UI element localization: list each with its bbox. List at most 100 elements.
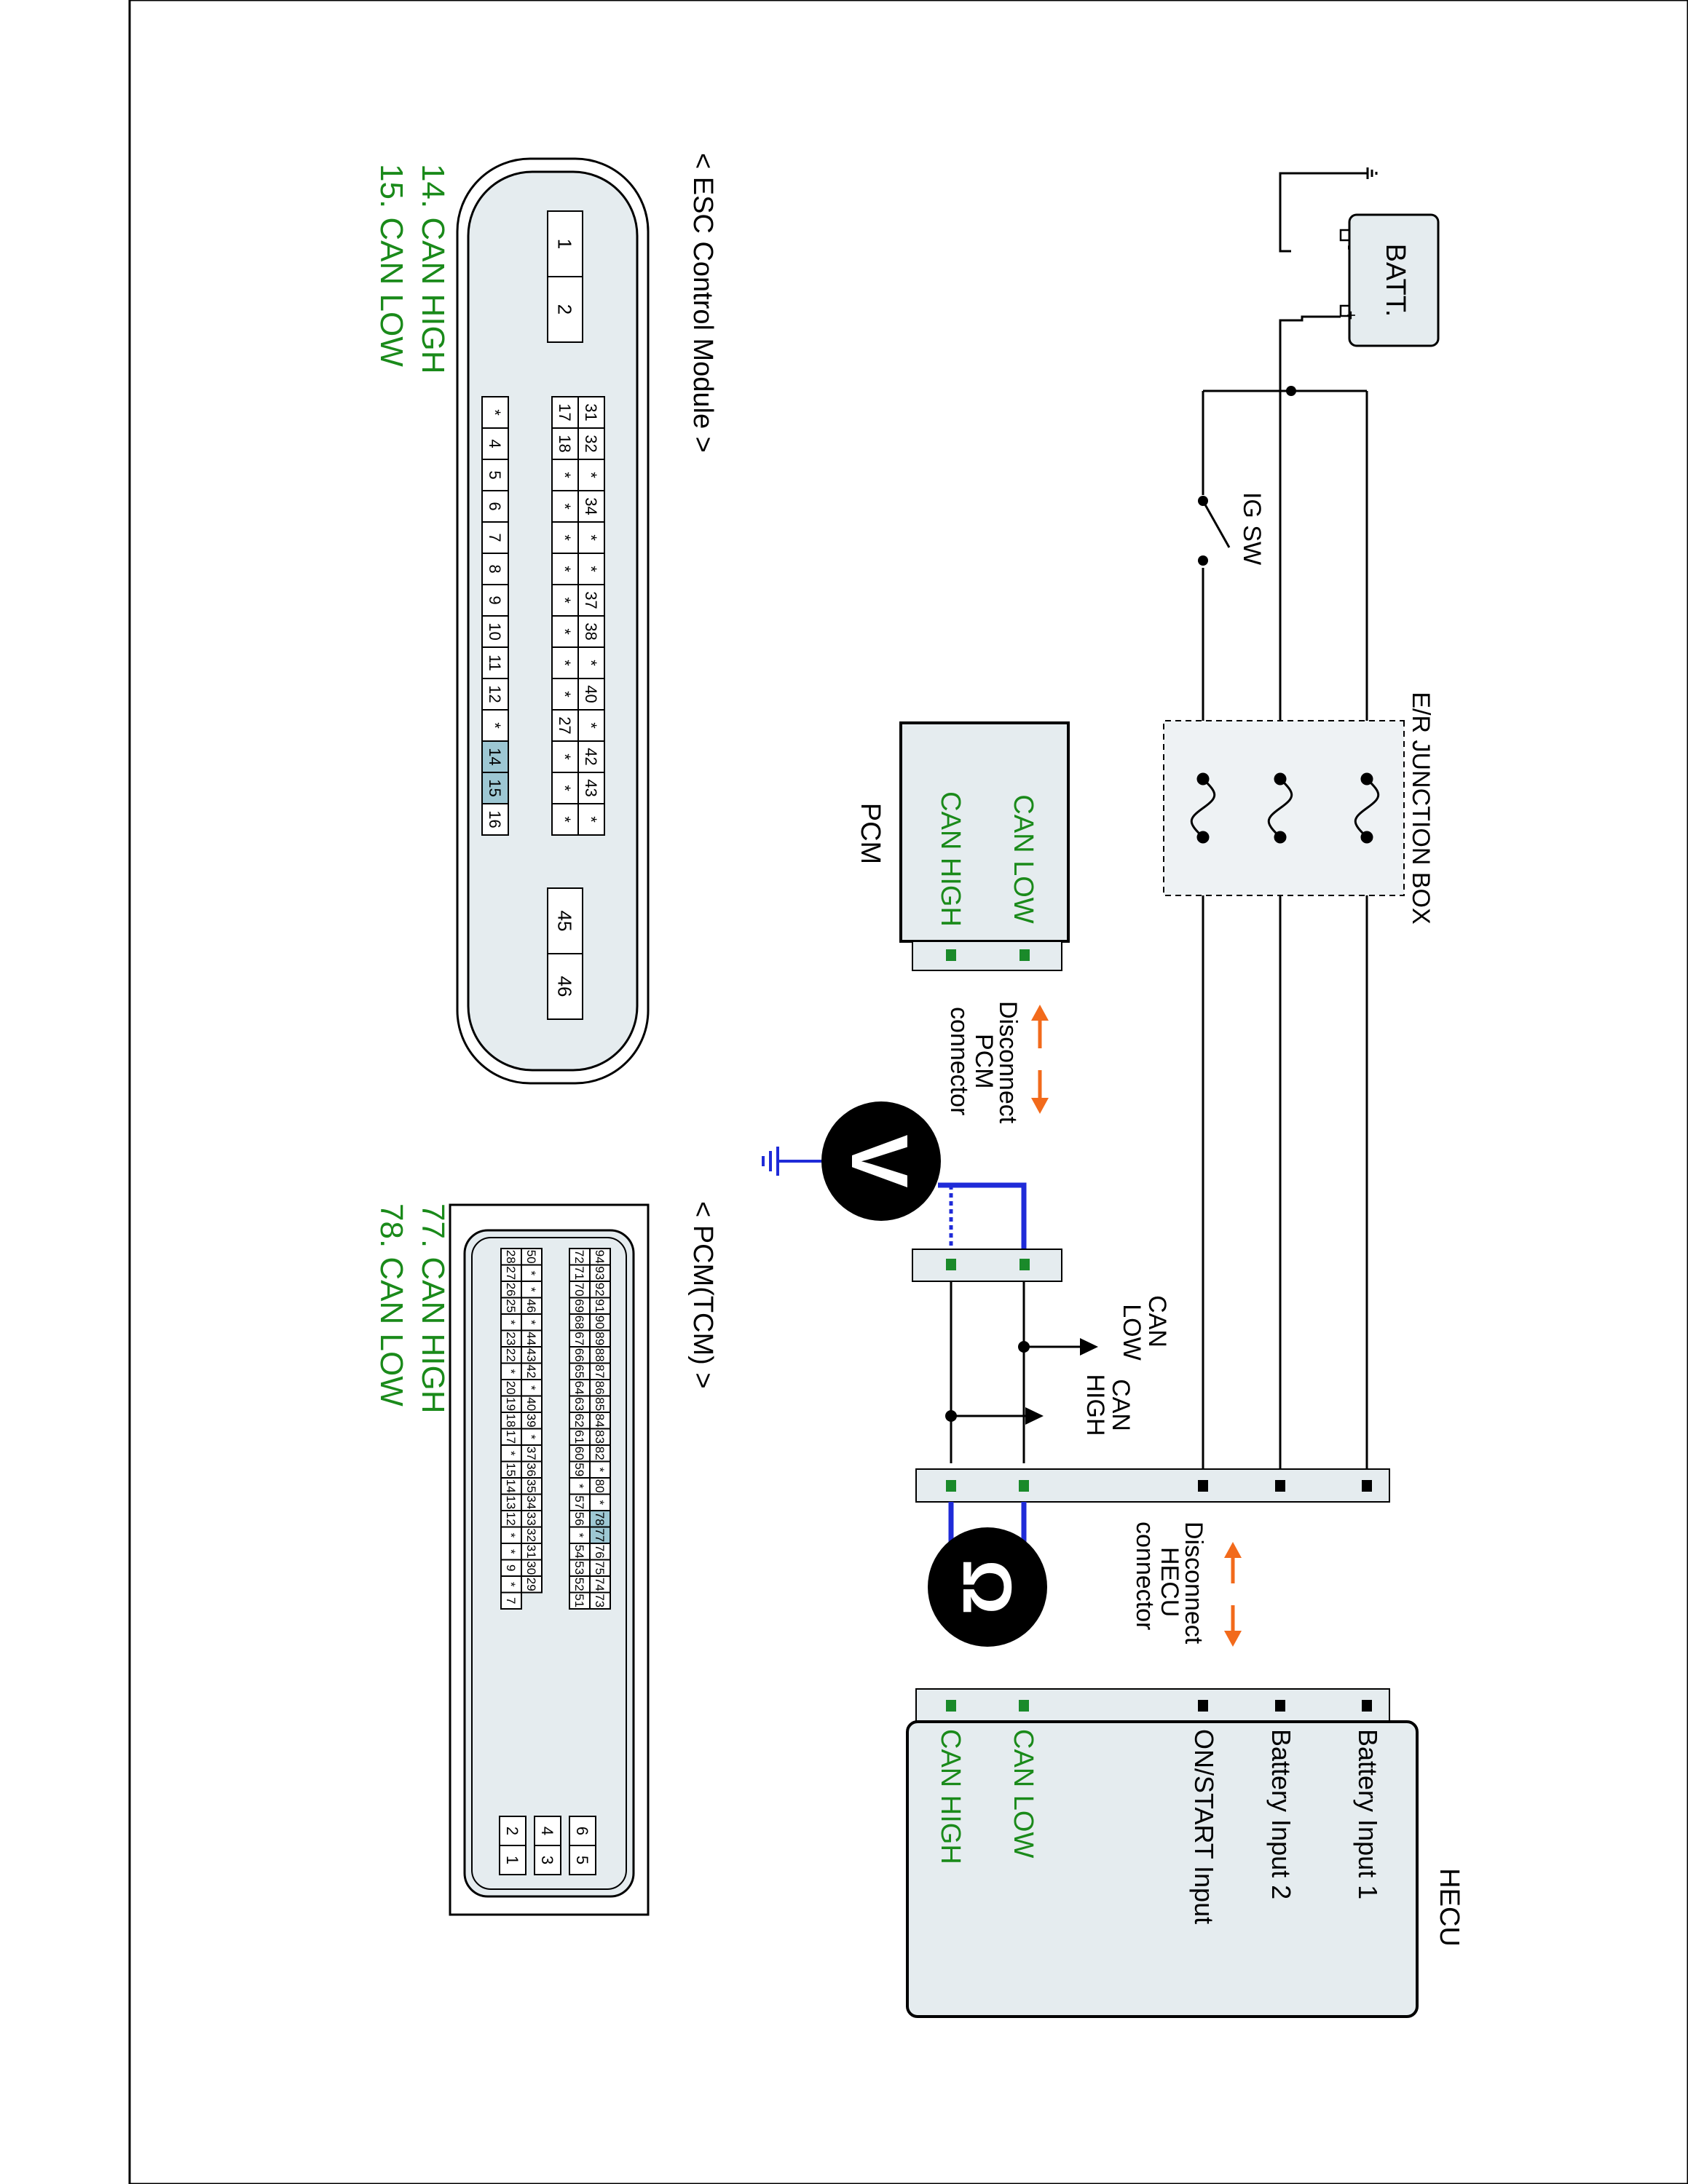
pin-cell: 46 <box>547 953 583 1020</box>
pin-cell: 43 <box>521 1346 543 1364</box>
pin-label: 9 <box>486 596 504 604</box>
pin-label: 68 <box>572 1315 586 1329</box>
pin-label: 8 <box>486 564 504 573</box>
pin-label: 42 <box>524 1364 538 1378</box>
pin-cell: 73 <box>589 1591 611 1610</box>
pin-label: 63 <box>572 1397 586 1411</box>
pin-cell: 2 <box>547 276 583 343</box>
pin-cell: * <box>521 1264 543 1282</box>
disconnect-pcm-line3: connector <box>945 1007 973 1115</box>
pin-cell: * <box>577 459 605 491</box>
pin-cell: * <box>589 1493 611 1511</box>
pin-label: * <box>504 1582 518 1587</box>
pin-cell: 69 <box>569 1297 591 1315</box>
pin-cell: * <box>500 1313 522 1332</box>
pin-label: 35 <box>524 1479 538 1493</box>
pin-cell: * <box>521 1281 543 1299</box>
pin-label: * <box>524 1287 538 1292</box>
pin-cell: * <box>500 1362 522 1380</box>
pin-label: 46 <box>554 976 576 997</box>
pin-label: 44 <box>524 1332 538 1345</box>
pin-label: 92 <box>593 1283 607 1297</box>
pin-cell: 64 <box>569 1379 591 1397</box>
junction-box-label: E/R JUNCTION BOX <box>1407 692 1435 924</box>
pin-label: 34 <box>524 1495 538 1509</box>
pin-label: 87 <box>593 1364 607 1378</box>
pin-label: * <box>556 534 574 541</box>
pin-cell: 7 <box>481 521 509 554</box>
pin-cell: 94 <box>589 1248 611 1266</box>
pin-cell: 3 <box>534 1845 561 1875</box>
pin-label: * <box>524 1270 538 1275</box>
pin-cell: 1 <box>547 210 583 277</box>
pin-cell: 72 <box>569 1248 591 1266</box>
pin-cell: * <box>551 803 579 836</box>
pin-label: 88 <box>593 1348 607 1362</box>
pin-label: 37 <box>524 1447 538 1460</box>
pin-cell: * <box>577 521 605 554</box>
esc-connector-view: < ESC Control Module > 14. CAN HIGH 15. … <box>374 153 718 1085</box>
pin-cell: * <box>500 1526 522 1544</box>
pin-cell: 76 <box>589 1543 611 1561</box>
pin-cell: * <box>481 709 509 742</box>
pin-label: 53 <box>572 1561 586 1575</box>
pin-label: * <box>524 1385 538 1390</box>
pin-label: * <box>582 660 600 666</box>
pin-cell: 75 <box>589 1559 611 1577</box>
pin-cell: 8 <box>481 553 509 585</box>
pin-cell: 12 <box>500 1510 522 1528</box>
pin-cell: * <box>500 1444 522 1463</box>
pin-cell: * <box>551 584 579 617</box>
hecu-pin-can-low: CAN LOW <box>1008 1729 1038 1858</box>
pin-label: * <box>504 1532 518 1538</box>
pin-label: * <box>556 566 574 572</box>
pin-label: 52 <box>572 1578 586 1591</box>
pin-cell: 68 <box>569 1313 591 1332</box>
pin-label: 14 <box>486 748 504 765</box>
pin-label: 32 <box>524 1528 538 1542</box>
pin-cell: * <box>577 709 605 742</box>
pin-label: 11 <box>486 654 504 671</box>
pin-cell: 50 <box>521 1248 543 1266</box>
pin-label: 43 <box>582 779 600 796</box>
pin-label: 40 <box>582 685 600 703</box>
pin-cell: 37 <box>521 1444 543 1463</box>
pin-cell: 45 <box>547 887 583 954</box>
pin-label: 84 <box>593 1414 607 1428</box>
pin-label: 56 <box>572 1512 586 1526</box>
hecu-connector-strip <box>915 1688 1390 1722</box>
pin-label: 85 <box>593 1397 607 1411</box>
pin-cell: 28 <box>500 1248 522 1266</box>
pcm-pin-grid: 94939291908988878685848382*80*7877767574… <box>499 1248 611 1875</box>
pin-cell: 65 <box>569 1362 591 1380</box>
voltmeter-label: V <box>835 1134 924 1187</box>
pin-label: 6 <box>486 502 504 510</box>
can-low-tag-line2: LOW <box>1118 1304 1145 1360</box>
pin-label: 50 <box>524 1250 538 1264</box>
pcm-legend-can-low: 78. CAN LOW <box>374 1203 409 1406</box>
pin-label: * <box>556 816 574 823</box>
pin-label: * <box>556 597 574 604</box>
pin-cell: * <box>521 1379 543 1397</box>
pin-label: 82 <box>593 1447 607 1460</box>
pin-label: * <box>504 1320 518 1325</box>
pin-label: 30 <box>524 1561 538 1575</box>
pin-label: 67 <box>572 1332 586 1345</box>
pin-label: 23 <box>504 1332 518 1345</box>
pin-cell: 34 <box>577 490 605 523</box>
pin-cell: 61 <box>569 1428 591 1446</box>
disconnect-hecu-line2: HECU <box>1156 1547 1183 1617</box>
pin-cell: 15 <box>500 1460 522 1479</box>
pin-cell: 31 <box>577 396 605 429</box>
pin-cell: 5 <box>569 1845 596 1875</box>
pin-cell: 18 <box>551 427 579 460</box>
pin-cell: * <box>551 521 579 554</box>
pin-label: 54 <box>572 1545 586 1559</box>
pin-label: 29 <box>524 1578 538 1591</box>
pin-cell: 92 <box>589 1281 611 1299</box>
pin-label: 9 <box>504 1564 518 1571</box>
pin-cell-box <box>534 1845 561 1875</box>
pcm-connector-strip <box>912 941 1062 971</box>
pin-cell: 6 <box>481 490 509 523</box>
